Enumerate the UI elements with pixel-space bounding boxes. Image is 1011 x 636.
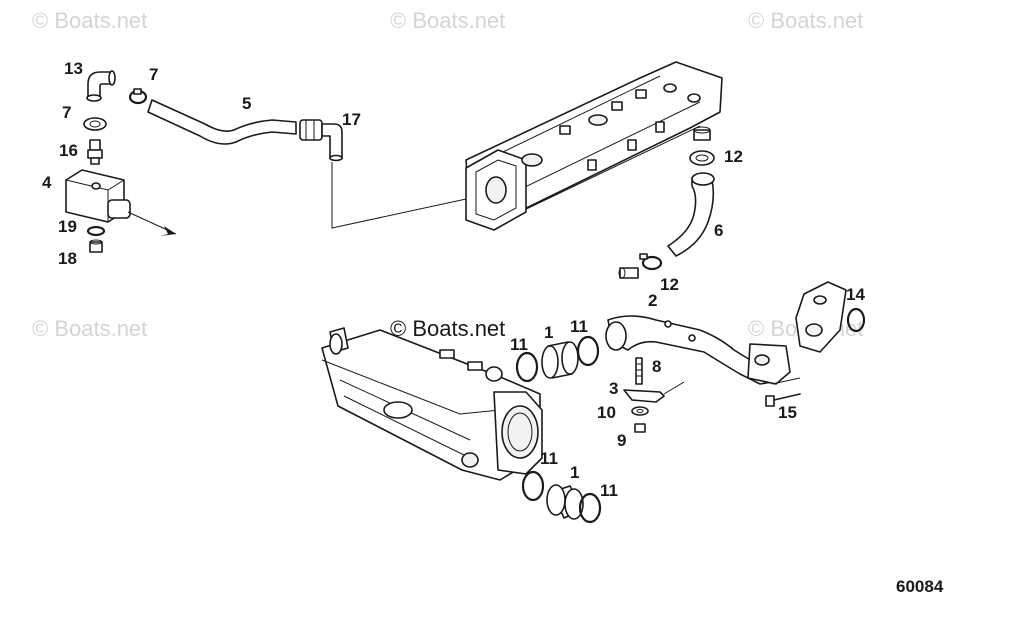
leader-17-to-manifold	[331, 162, 481, 229]
part-12-clamp-lower[interactable]	[618, 253, 663, 279]
callout-11-upper-right[interactable]: 11	[570, 317, 588, 336]
callout-11-lower-right[interactable]: 11	[600, 481, 618, 500]
part-16-fitting[interactable]	[87, 139, 103, 165]
callout-4[interactable]: 4	[42, 173, 52, 192]
part-18-plug[interactable]	[89, 239, 103, 253]
part-19-washer[interactable]	[86, 225, 106, 237]
part-11-oring-lower-right[interactable]	[578, 492, 602, 524]
callout-13[interactable]: 13	[64, 59, 83, 78]
callout-12-lower[interactable]: 12	[660, 275, 679, 294]
part-11-oring-upper-right[interactable]	[576, 335, 600, 367]
callout-8[interactable]: 8	[652, 357, 661, 376]
part-11-oring-lower-left[interactable]	[521, 470, 545, 502]
flow-arrow	[127, 211, 177, 236]
part-1-sleeve-upper[interactable]	[541, 341, 579, 379]
callout-6[interactable]: 6	[714, 221, 723, 240]
part-5-hose[interactable]	[147, 99, 297, 145]
part-3-bracket[interactable]	[623, 381, 685, 403]
part-12-fitting-upper[interactable]	[689, 126, 715, 166]
callout-12-upper[interactable]: 12	[724, 147, 743, 166]
watermark-mid-left: © Boats.net	[32, 316, 147, 341]
callout-9[interactable]: 9	[617, 431, 626, 450]
watermark-top-center: © Boats.net	[390, 8, 505, 33]
part-11-oring-upper-left[interactable]	[515, 351, 539, 383]
watermark-group: © Boats.net © Boats.net © Boats.net © Bo…	[32, 8, 863, 341]
callout-10[interactable]: 10	[597, 403, 616, 422]
callout-2[interactable]: 2	[648, 291, 657, 310]
part-9-nut[interactable]	[634, 423, 646, 433]
callout-labels: 13 7 7 5 17 16 4 19 18 12 6 12 2 14 1 11…	[42, 59, 865, 500]
callout-7-lower[interactable]: 7	[62, 103, 71, 122]
part-17-elbow-fitting[interactable]	[299, 119, 343, 162]
part-7-gasket[interactable]	[83, 117, 107, 131]
part-4-block-housing[interactable]	[65, 169, 131, 223]
part-13-elbow[interactable]	[86, 70, 116, 102]
callout-3[interactable]: 3	[609, 379, 618, 398]
callout-7-upper[interactable]: 7	[149, 65, 158, 84]
part-10-washer[interactable]	[631, 406, 649, 416]
callout-15[interactable]: 15	[778, 403, 797, 422]
callout-11-lower-left[interactable]: 11	[540, 449, 558, 468]
callout-11-upper-left[interactable]: 11	[510, 335, 528, 354]
part-14-gasket[interactable]	[795, 281, 866, 353]
part-15-bolt[interactable]	[765, 377, 801, 407]
watermark-top-right: © Boats.net	[748, 8, 863, 33]
part-6-hose[interactable]	[667, 172, 715, 257]
part-1-sleeve-lower[interactable]	[546, 484, 584, 520]
diagram-reference-number: 60084	[896, 577, 944, 596]
callout-18[interactable]: 18	[58, 249, 77, 268]
exhaust-manifold[interactable]	[465, 61, 723, 231]
part-8-stud[interactable]	[635, 357, 643, 385]
watermark-mid-center: © Boats.net	[390, 316, 505, 341]
callout-5[interactable]: 5	[242, 94, 251, 113]
part-7-clamp-upper[interactable]	[128, 88, 148, 105]
callout-16[interactable]: 16	[59, 141, 78, 160]
callout-14[interactable]: 14	[846, 285, 865, 304]
callout-17[interactable]: 17	[342, 110, 361, 129]
part-2-exhaust-elbow[interactable]	[605, 315, 791, 385]
callout-1-lower[interactable]: 1	[570, 463, 579, 482]
watermark-top-left: © Boats.net	[32, 8, 147, 33]
callout-1-upper[interactable]: 1	[544, 323, 553, 342]
callout-19[interactable]: 19	[58, 217, 77, 236]
heat-exchanger[interactable]	[321, 327, 543, 481]
